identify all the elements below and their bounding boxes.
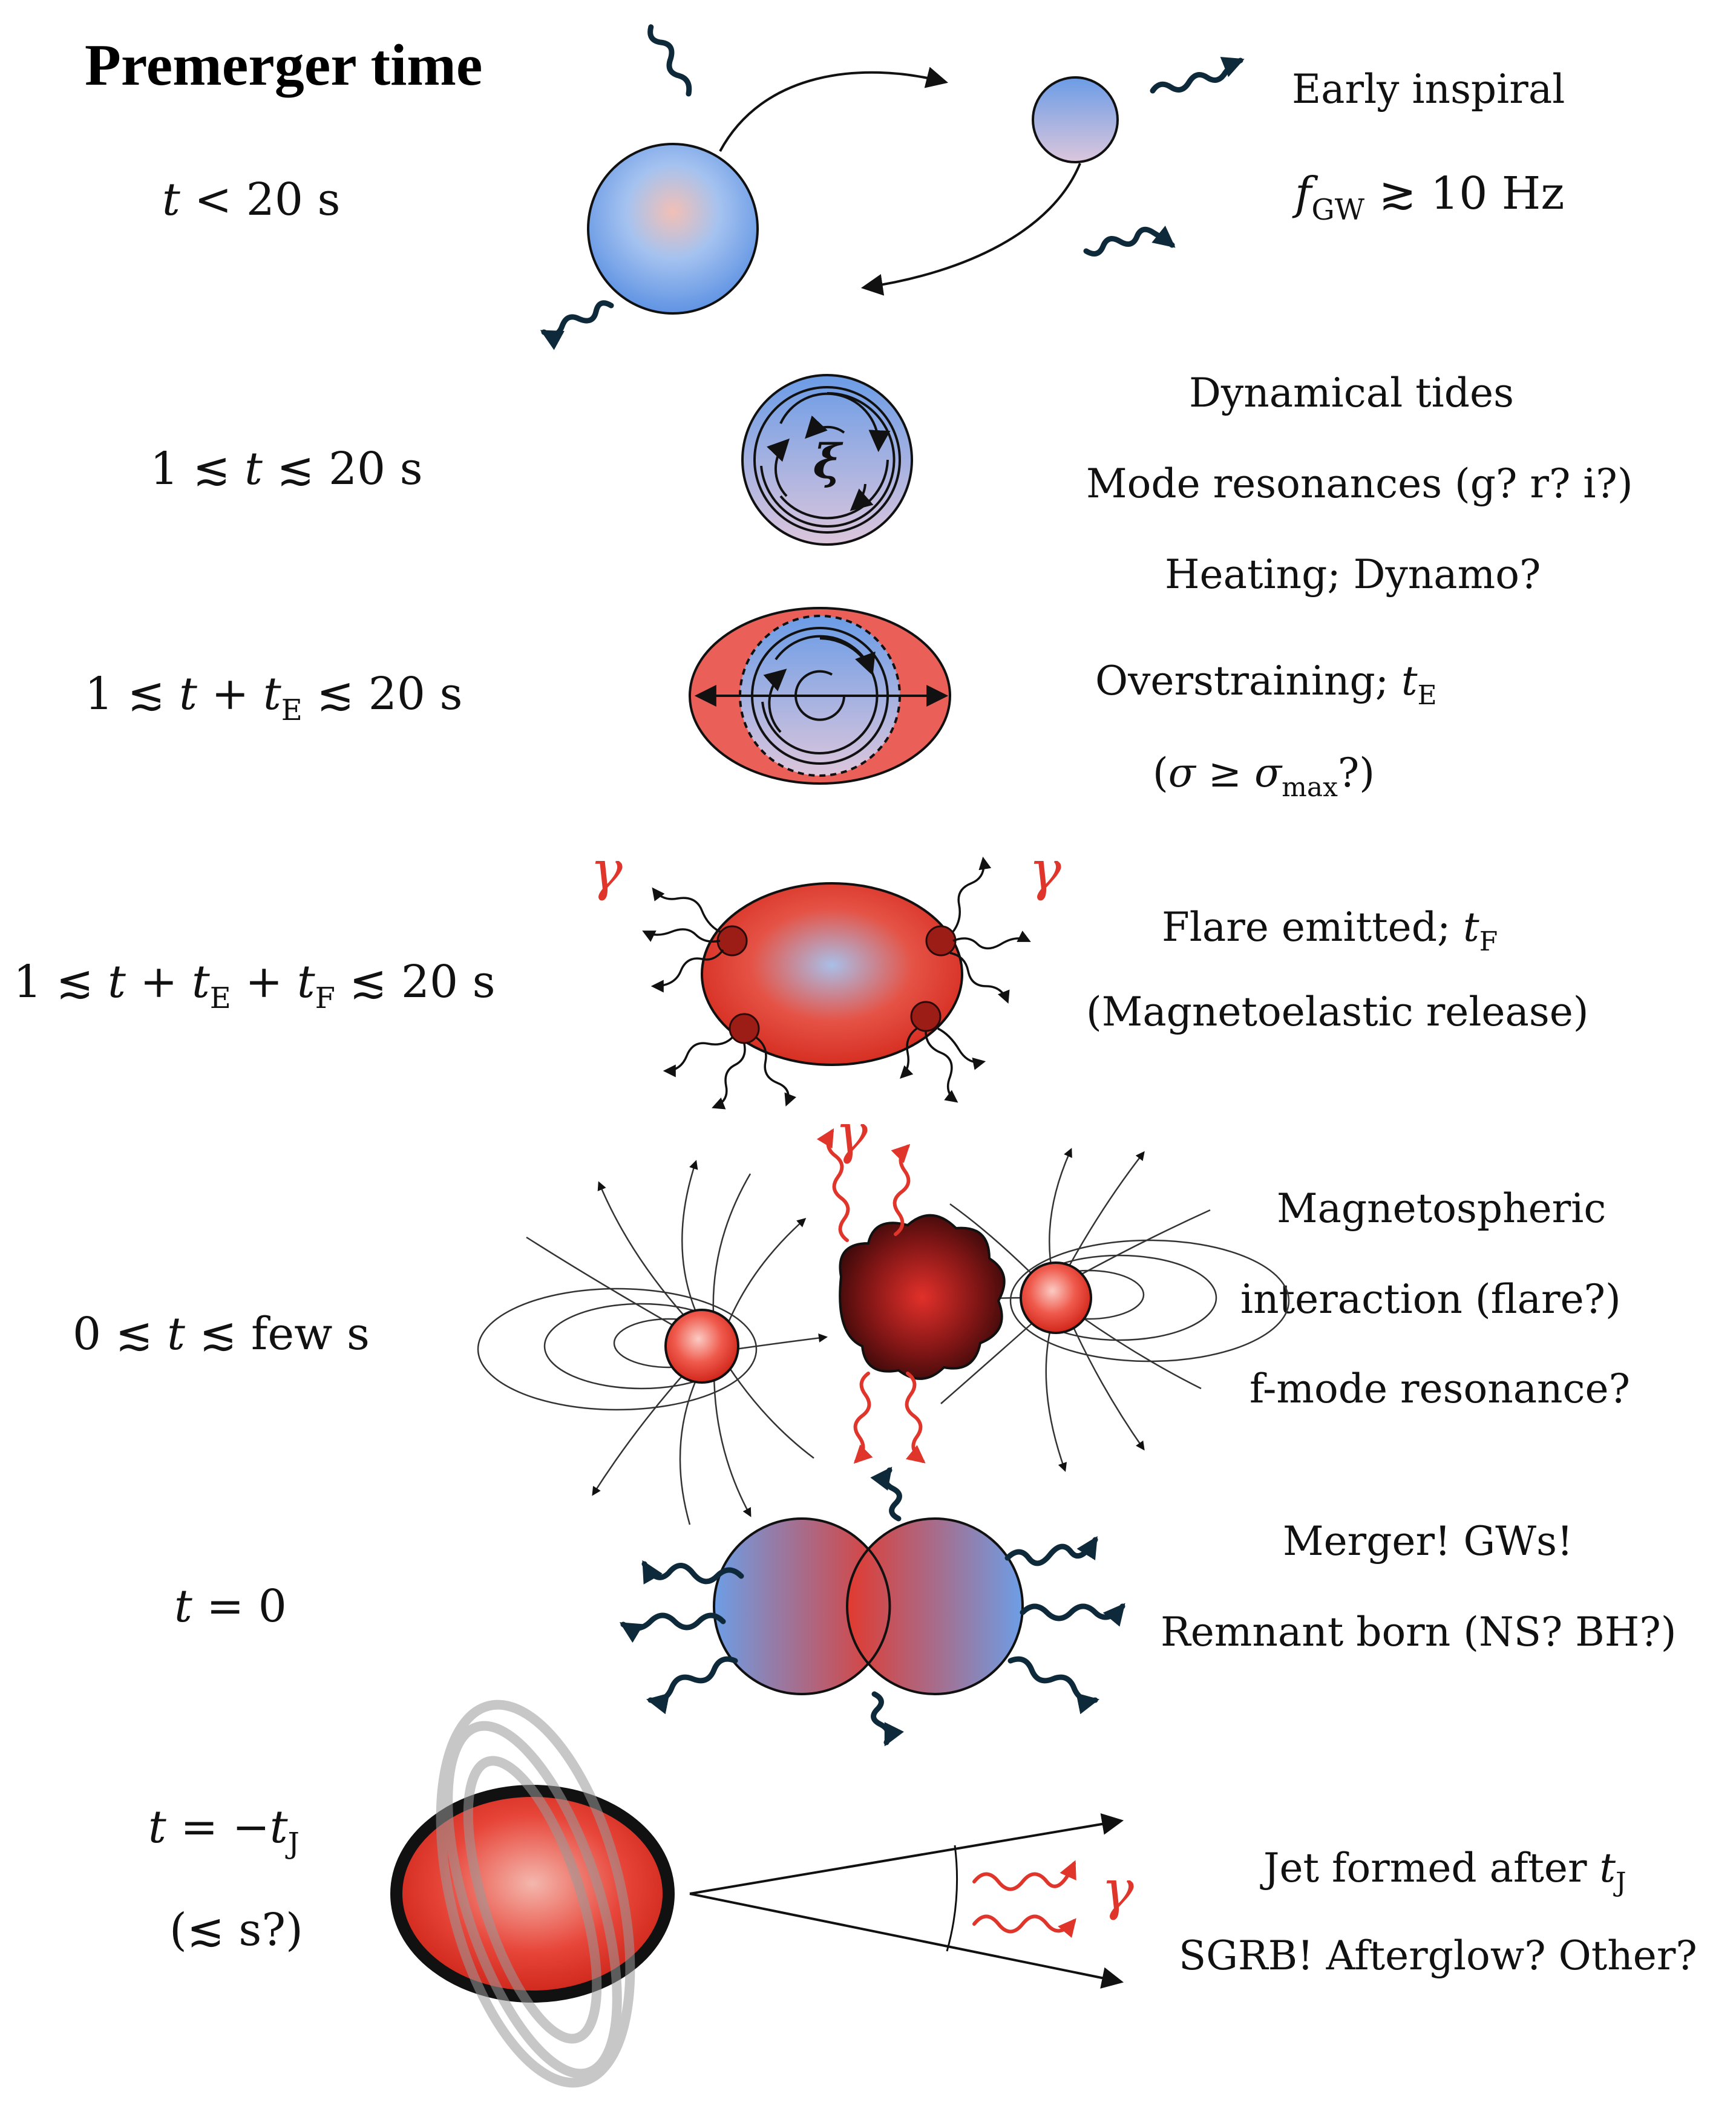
neutron-star-small (1032, 76, 1119, 163)
gamma-label-top: γ (835, 1102, 868, 1166)
accretion-disk (436, 1700, 635, 2088)
merging-star-right (846, 1517, 1024, 1695)
gamma-label-jet: γ (1101, 1859, 1134, 1922)
desc-dynamical-tides: Dynamical tides (1189, 370, 1514, 416)
gw-wave-3 (1150, 56, 1245, 94)
gamma-label-right: γ (1029, 839, 1061, 903)
stage-4-flare-illustration: γ γ (590, 839, 1061, 1110)
gw-wave-4 (1083, 225, 1176, 257)
desc-jet-formed: Jet formed after tJ (1260, 1845, 1626, 1898)
desc-sigma-max: (σ ≥ σmax?) (1153, 750, 1375, 803)
stage-7-jet-illustration: γ (390, 1700, 1134, 2088)
gamma-label-left: γ (590, 839, 623, 903)
time-label-stage-2: 1 ≲ t ≲ 20 s (150, 443, 423, 495)
stage-3-overstrain-illustration (689, 607, 951, 785)
neutron-star-large (587, 143, 759, 315)
jet-cone-lower (689, 1893, 1124, 1989)
gw-wave-2 (647, 24, 692, 97)
time-label-stage-7: t = −tJ (148, 1801, 300, 1860)
neutron-star-right (1020, 1261, 1092, 1334)
time-note-stage-7: (≲ s?) (169, 1904, 303, 1956)
desc-magnetospheric: Magnetospheric (1277, 1185, 1606, 1232)
stage-5-magnetosphere-illustration: γ (477, 1102, 1290, 1525)
stage-1-inspiral-illustration (540, 24, 1245, 350)
desc-fgw: fGW ≳ 10 Hz (1292, 168, 1564, 227)
xi-symbol: ξ (813, 434, 843, 489)
desc-heating-dynamo: Heating; Dynamo? (1165, 551, 1541, 598)
strained-star (701, 882, 963, 1066)
stage-2-tides-illustration: ξ (741, 374, 913, 546)
time-label-stage-5: 0 ≲ t ≲ few s (73, 1308, 370, 1360)
desc-overstraining: Overstraining; tE (1095, 658, 1437, 711)
jet-cone-upper (689, 1813, 1124, 1895)
desc-mode-resonances: Mode resonances (g? r? i?) (1086, 460, 1633, 507)
gw-wave-1 (540, 300, 614, 350)
desc-sgrb: SGRB! Afterglow? Other? (1179, 1932, 1697, 1979)
stage-6-merger-illustration (619, 1467, 1125, 1747)
time-label-stage-4: 1 ≲ t + tE + tF ≲ 20 s (13, 956, 496, 1015)
diagram-title: Premerger time (85, 33, 482, 98)
flare-fireball (839, 1214, 1006, 1380)
time-label-stage-1: t < 20 s (162, 174, 340, 226)
desc-f-mode: f-mode resonance? (1250, 1366, 1630, 1412)
time-label-stage-3: 1 ≲ t + tE ≲ 20 s (85, 668, 462, 727)
time-label-stage-6: t = 0 (174, 1580, 287, 1632)
neutron-star-left (664, 1309, 739, 1384)
desc-early-inspiral: Early inspiral (1292, 66, 1565, 113)
desc-remnant-born: Remnant born (NS? BH?) (1161, 1609, 1677, 1655)
desc-magnetoelastic: (Magnetoelastic release) (1086, 989, 1589, 1035)
desc-merger-gws: Merger! GWs! (1283, 1518, 1573, 1565)
desc-interaction-flare: interaction (flare?) (1240, 1276, 1621, 1323)
desc-flare-emitted: Flare emitted; tF (1162, 904, 1498, 957)
